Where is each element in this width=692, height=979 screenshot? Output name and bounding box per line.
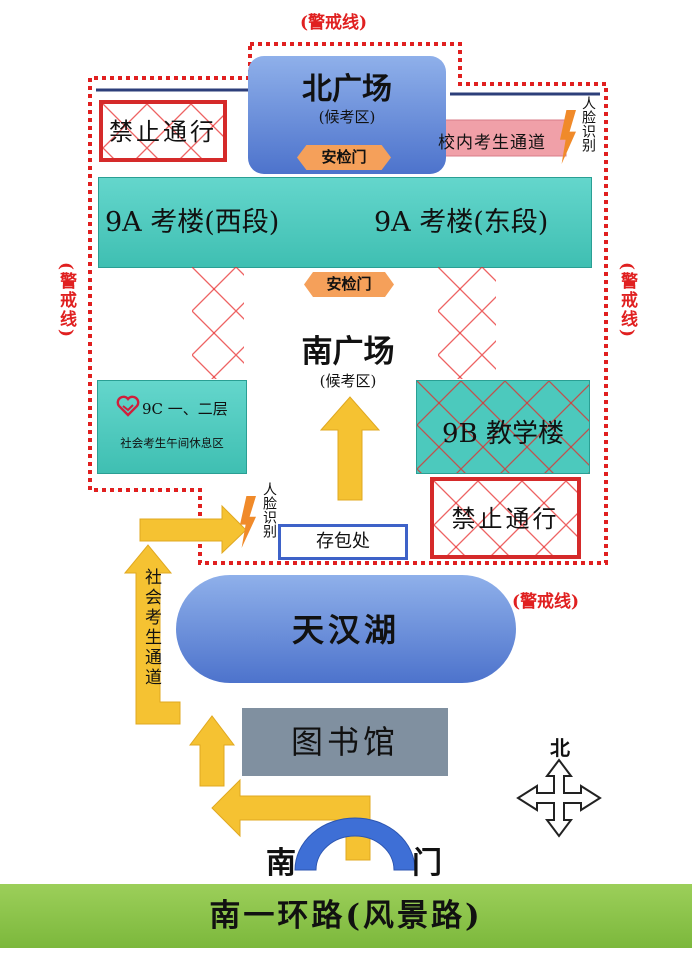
cordon-label-left: (警戒线) bbox=[56, 262, 76, 340]
compass-north-label: 北 bbox=[550, 736, 570, 760]
public-channel-label: 社会考生通道 bbox=[141, 568, 161, 688]
cordon-label-right: (警戒线) bbox=[617, 262, 637, 340]
bridge-west bbox=[192, 267, 244, 379]
heart-hands-icon bbox=[116, 394, 140, 418]
security-gate-south: 安检门 bbox=[304, 272, 394, 297]
no-entry-right: 禁止通行 bbox=[430, 477, 581, 559]
no-entry-left: 禁止通行 bbox=[99, 100, 227, 162]
building-9b[interactable]: 9B 教学楼 bbox=[416, 380, 590, 474]
bag-storage[interactable]: 存包处 bbox=[278, 524, 408, 560]
arrow-to-face-id bbox=[139, 504, 247, 555]
library[interactable]: 图书馆 bbox=[242, 708, 448, 776]
arrow-from-south-gate bbox=[211, 778, 371, 861]
face-id-bottom-label: 人脸识别 bbox=[261, 482, 277, 538]
south-ring-road: 南一环路(风景路) bbox=[0, 884, 692, 948]
south-plaza-title: 南广场 bbox=[301, 334, 395, 370]
building-9c-label: 9C 一、二层 bbox=[142, 400, 228, 418]
cordon-label-bottom: (警戒线) bbox=[512, 592, 580, 612]
cordon-label-top: (警戒线) bbox=[300, 13, 368, 33]
arrow-up-left-of-library bbox=[188, 715, 236, 787]
building-9b-label: 9B 教学楼 bbox=[442, 419, 564, 449]
south-gate-label-right: 门 bbox=[412, 846, 442, 881]
public-channel-arrow bbox=[123, 544, 181, 725]
building-9c-sublabel: 社会考生午间休息区 bbox=[120, 436, 224, 450]
no-entry-right-label: 禁止通行 bbox=[451, 505, 560, 533]
compass-arrows-icon bbox=[516, 758, 602, 838]
north-plaza-title: 北广场 bbox=[302, 72, 392, 107]
road-label: 南一环路(风景路) bbox=[209, 898, 483, 934]
face-id-top-label: 人脸识别 bbox=[580, 96, 596, 152]
building-9a-east-label: 9A 考楼(东段) bbox=[374, 207, 549, 238]
security-gate-north: 安检门 bbox=[297, 145, 391, 170]
building-9a[interactable]: 9A 考楼(西段) 9A 考楼(东段) bbox=[98, 177, 592, 268]
arrow-to-south-plaza bbox=[319, 396, 381, 501]
north-plaza-subtitle: (候考区) bbox=[318, 108, 376, 126]
south-gate-arch bbox=[294, 817, 416, 871]
building-9c[interactable]: 9C 一、二层 社会考生午间休息区 bbox=[97, 380, 247, 474]
bridge-east bbox=[438, 267, 496, 379]
building-9a-west-label: 9A 考楼(西段) bbox=[105, 207, 280, 238]
cordon-line bbox=[88, 42, 608, 565]
south-gate-label-left: 南 bbox=[266, 846, 296, 881]
no-entry-left-label: 禁止通行 bbox=[109, 118, 217, 146]
lake-label: 天汉湖 bbox=[291, 611, 400, 649]
south-plaza-subtitle: (候考区) bbox=[319, 372, 377, 390]
tianhan-lake: 天汉湖 bbox=[176, 575, 516, 683]
campus-channel-label: 校内考生通道 bbox=[438, 133, 546, 153]
